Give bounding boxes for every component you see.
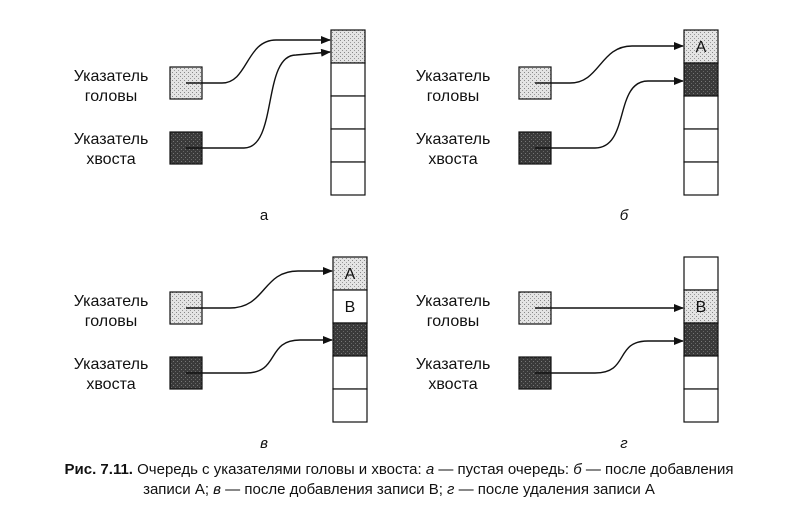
tail-pointer-label-line1: Указатель xyxy=(416,131,491,148)
queue-cell-3 xyxy=(683,95,719,130)
queue-column: A B xyxy=(332,256,368,423)
head-pointer-label-line2: головы xyxy=(427,88,479,105)
head-pointer-label-line1: Указатель xyxy=(74,68,149,85)
caption-text: записи А; xyxy=(143,481,214,498)
tail-pointer-arrow xyxy=(535,337,684,374)
caption-text: Очередь с указателями головы и хвоста: xyxy=(132,461,426,478)
queue-cell-1 xyxy=(332,256,368,291)
queue-column: B xyxy=(683,256,719,423)
caption-text: — после добавления xyxy=(581,461,734,478)
panel-letter-b: б xyxy=(620,207,629,224)
queue-cell-1 xyxy=(330,29,366,64)
queue-cell-2 xyxy=(330,62,366,97)
head-pointer-arrow xyxy=(535,42,684,84)
panel-letter-g: г xyxy=(620,435,628,452)
caption-line-1: Рис. 7.11. Очередь с указателями головы … xyxy=(0,460,798,480)
queue-cell-4 xyxy=(683,128,719,163)
head-pointer-label-line2: головы xyxy=(85,313,137,330)
queue-cell-letter: B xyxy=(345,299,356,316)
tail-pointer-arrow xyxy=(535,77,684,149)
tail-pointer-arrow xyxy=(186,336,333,374)
queue-cell-4 xyxy=(683,355,719,390)
queue-cell-letter: B xyxy=(696,299,707,316)
caption-letter: в xyxy=(213,481,222,498)
head-pointer-label-line2: головы xyxy=(427,313,479,330)
panel-v: Указатель головы Указатель хвоста A B в xyxy=(74,256,368,452)
tail-pointer-arrow xyxy=(186,48,331,149)
head-pointer-label-line1: Указатель xyxy=(416,293,491,310)
queue-cell-5 xyxy=(683,161,719,196)
figure-caption: Рис. 7.11. Очередь с указателями головы … xyxy=(0,460,798,500)
queue-cell-5 xyxy=(332,388,368,423)
panel-letter-v: в xyxy=(260,435,268,452)
panel-a: Указатель головы Указатель хвоста а xyxy=(74,29,366,224)
queue-cell-letter: A xyxy=(696,39,707,56)
queue-cell-3 xyxy=(330,95,366,130)
queue-cell-5 xyxy=(330,161,366,196)
head-pointer-label-line1: Указатель xyxy=(74,293,149,310)
queue-column: A xyxy=(683,29,719,196)
figure-number: Рис. 7.11. xyxy=(64,461,133,478)
caption-text: — пустая очередь: xyxy=(434,461,574,478)
head-pointer-arrow xyxy=(186,36,331,84)
head-pointer-arrow xyxy=(186,267,333,309)
queue-column xyxy=(330,29,366,196)
caption-text: — после добавления записи В; xyxy=(221,481,448,498)
queue-cell-4 xyxy=(330,128,366,163)
panel-g: Указатель головы Указатель хвоста B г xyxy=(416,256,719,452)
head-pointer-label-line2: головы xyxy=(85,88,137,105)
tail-pointer-label-line2: хвоста xyxy=(86,151,135,168)
caption-letter: а xyxy=(425,461,435,478)
tail-pointer-label-line2: хвоста xyxy=(86,376,135,393)
caption-letter: г xyxy=(447,481,455,498)
panel-b: Указатель головы Указатель хвоста A б xyxy=(416,29,719,224)
panel-letter-a: а xyxy=(260,207,269,224)
tail-pointer-label-line1: Указатель xyxy=(74,131,149,148)
queue-cell-letter: A xyxy=(345,266,356,283)
tail-pointer-label-line2: хвоста xyxy=(428,151,477,168)
caption-letter: б xyxy=(573,461,582,478)
queue-cell-1 xyxy=(683,256,719,291)
tail-pointer-label-line1: Указатель xyxy=(416,356,491,373)
caption-line-2: записи А; в — после добавления записи В;… xyxy=(0,480,798,500)
queue-cell-3 xyxy=(332,322,368,357)
queue-cell-5 xyxy=(683,388,719,423)
queue-cell-3 xyxy=(683,322,719,357)
tail-pointer-label-line1: Указатель xyxy=(74,356,149,373)
head-pointer-label-line1: Указатель xyxy=(416,68,491,85)
queue-cell-2 xyxy=(683,62,719,97)
queue-cell-2 xyxy=(683,289,719,324)
caption-text: — после удаления записи А xyxy=(454,481,655,498)
queue-cell-4 xyxy=(332,355,368,390)
tail-pointer-label-line2: хвоста xyxy=(428,376,477,393)
